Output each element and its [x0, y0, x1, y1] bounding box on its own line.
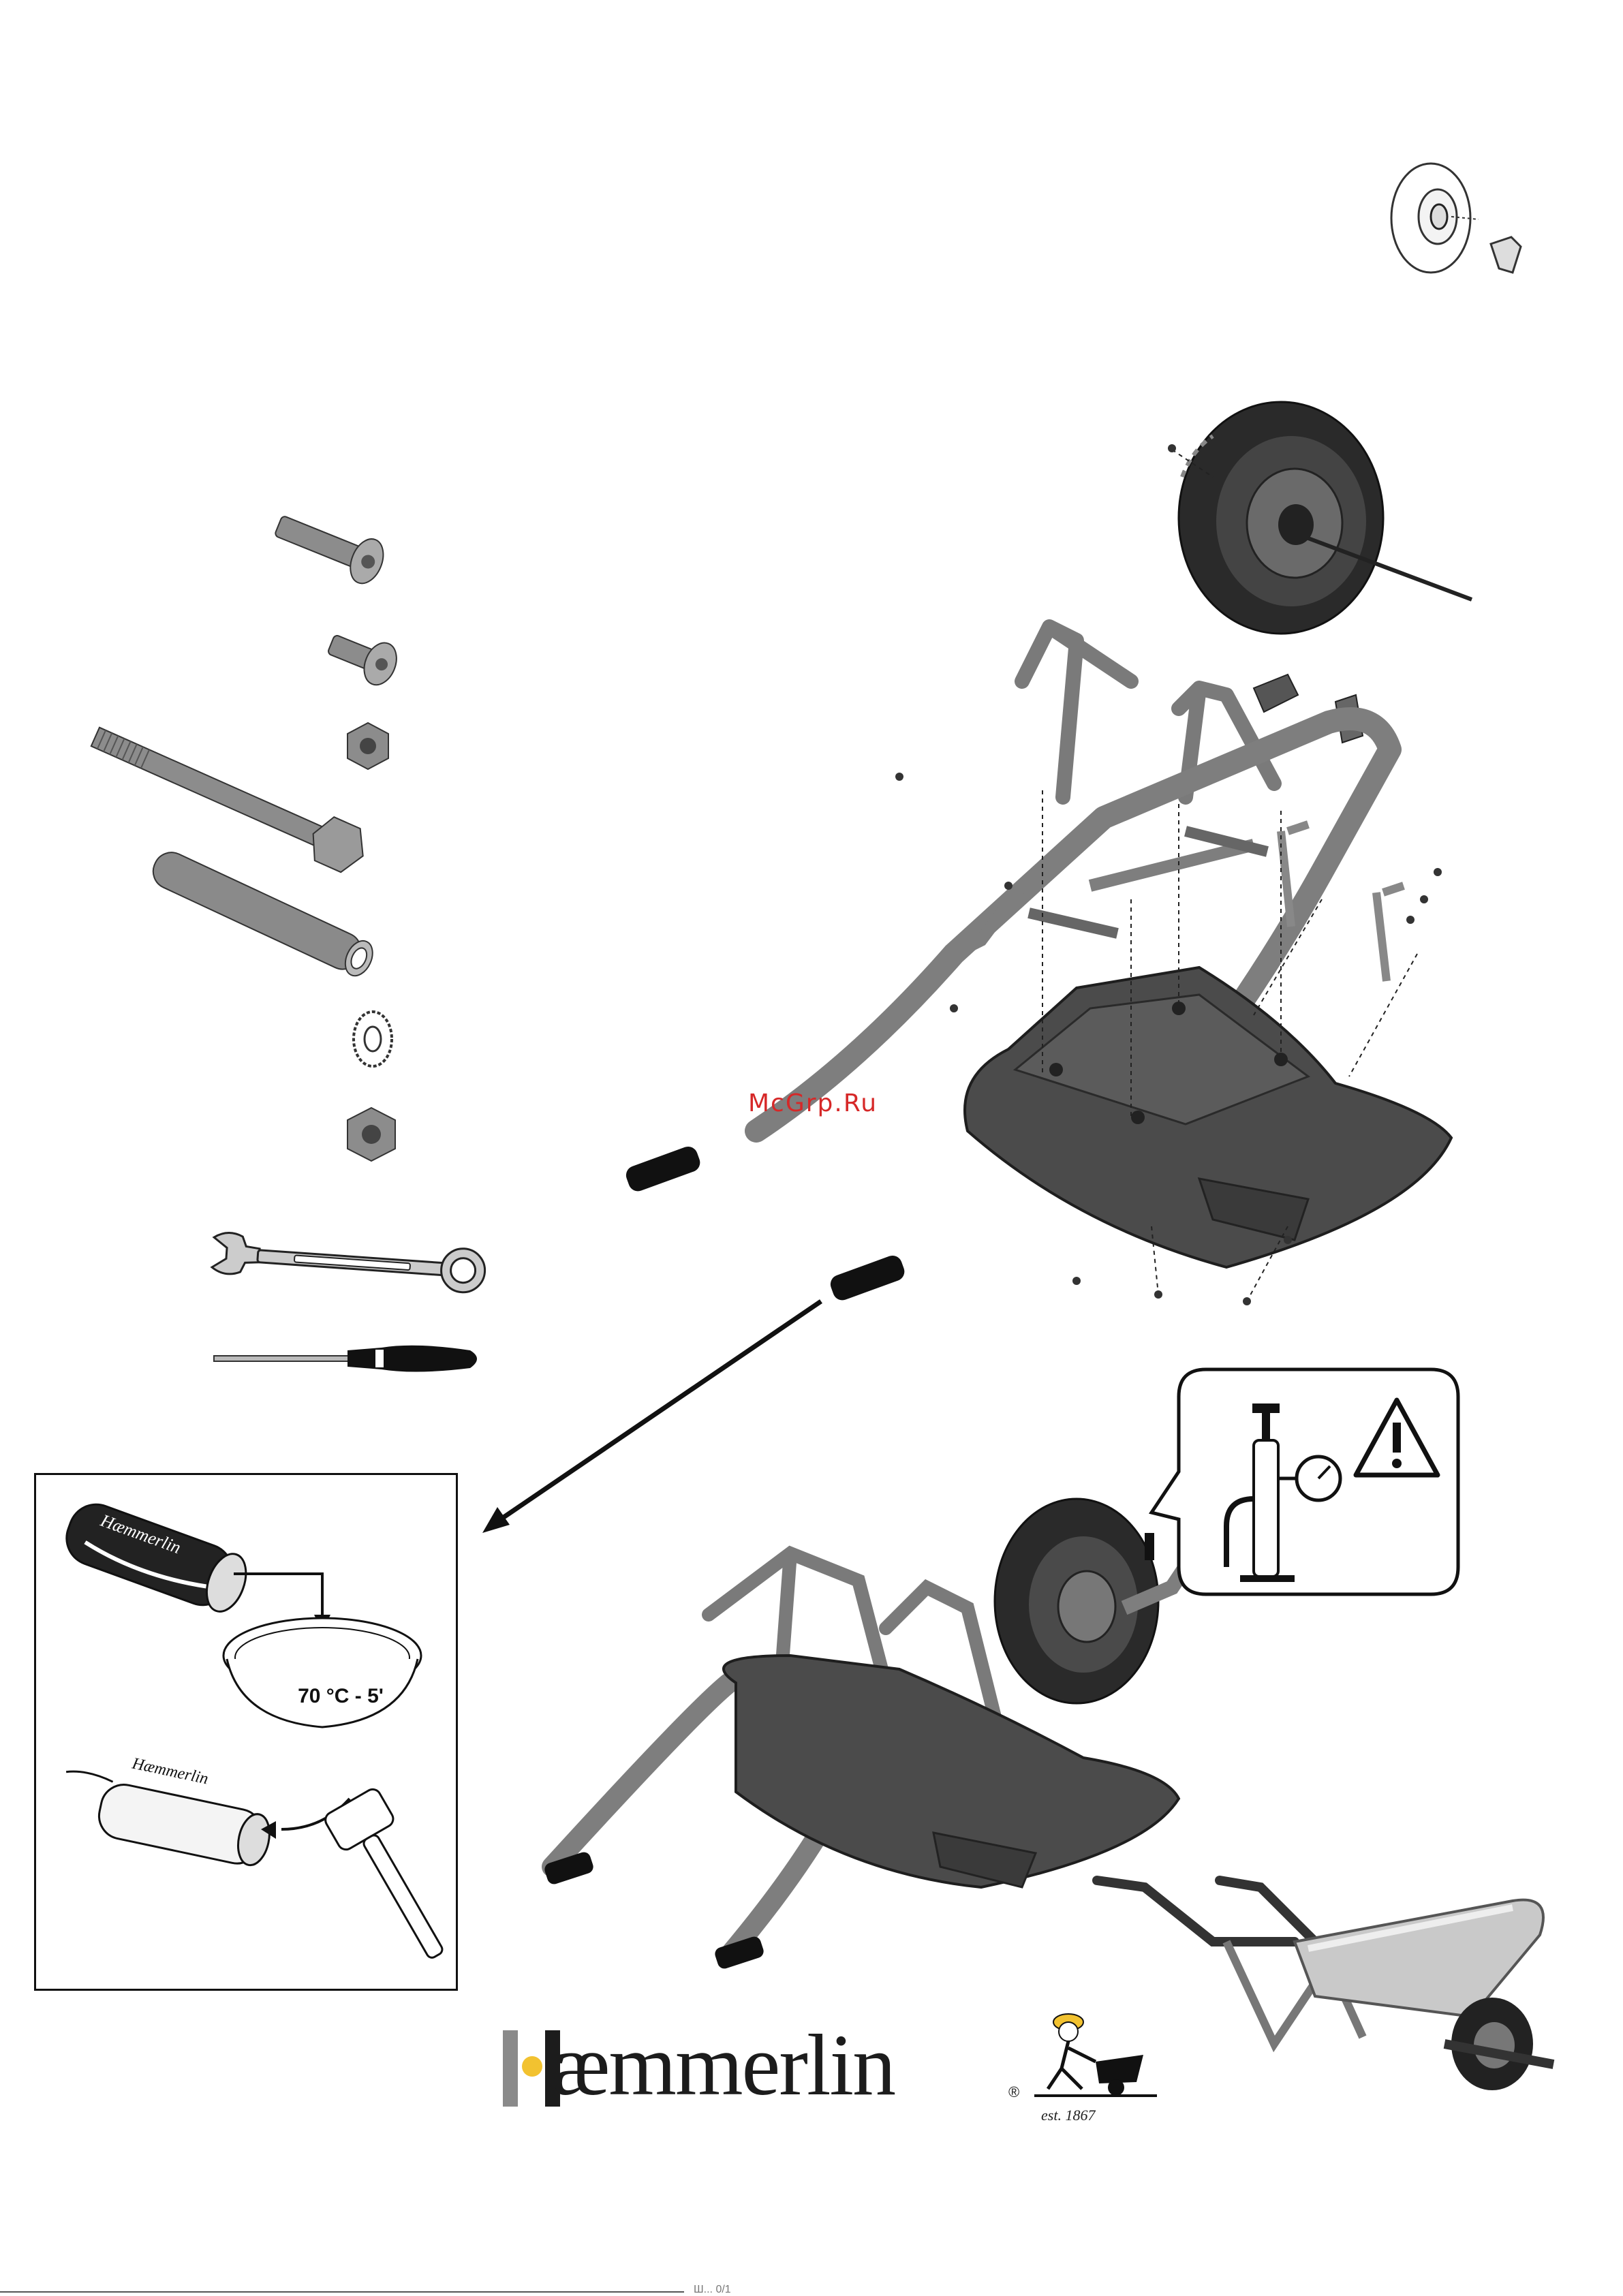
assembled-wheelbarrow-photo — [1090, 1840, 1567, 2098]
spacer-tube-part — [129, 845, 402, 988]
logo-h-dot — [522, 2056, 542, 2077]
wheel-part — [1168, 402, 1472, 634]
hex-nut-part — [341, 1104, 402, 1165]
grip-left-part — [620, 1138, 709, 1199]
grip-install-inset: Hæmmerlin Hæmmerlin — [34, 1473, 458, 1991]
bolt-short-part — [320, 620, 409, 695]
brand-logo: æmmerlin ® est. 1867 — [503, 2007, 1157, 2130]
footer-text: Ш... 0/1 — [694, 2284, 731, 2296]
screwdriver-icon — [211, 1335, 484, 1383]
serrated-washer-part — [349, 1008, 397, 1070]
bolt-long-part — [267, 508, 403, 589]
brand-name: æmmerlin — [552, 2021, 895, 2109]
brand-registered: ® — [1008, 2083, 1019, 2101]
watermark-text: McGrp.Ru — [748, 1087, 905, 1120]
exploded-assembly-diagram — [600, 395, 1485, 1315]
tire-pressure-callout — [1151, 1363, 1472, 1608]
grip-heating-diagram — [36, 1475, 460, 1993]
mascot-worker-icon — [1034, 2007, 1157, 2103]
logo-h-left-bar — [503, 2030, 518, 2107]
footer-rule — [0, 2291, 684, 2293]
temperature-label: 70 °C - 5' — [293, 1681, 388, 1711]
wrench-icon — [206, 1232, 492, 1293]
hub-cap-detail — [1376, 157, 1533, 286]
brand-established: est. 1867 — [1041, 2107, 1095, 2124]
grip-right-part — [824, 1247, 913, 1308]
